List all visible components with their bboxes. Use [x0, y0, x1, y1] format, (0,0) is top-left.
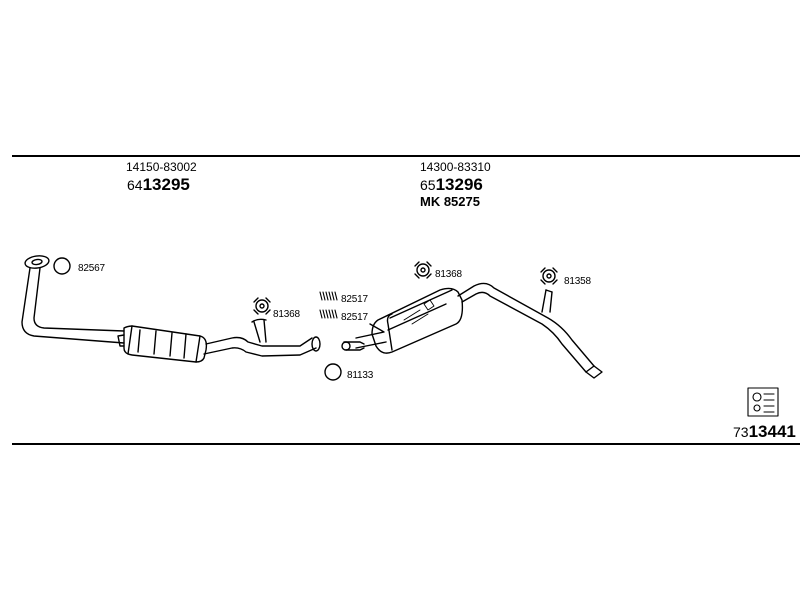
callout-gasket-front: 82567	[78, 263, 105, 274]
rubber-hanger-icon	[540, 267, 558, 285]
front-pipe	[21, 267, 125, 344]
spring-icon	[319, 291, 338, 319]
front-pipe-part-number: 6413295	[127, 175, 190, 194]
callout-hanger-mid: 81368	[273, 309, 300, 320]
front-silencer	[117, 325, 208, 363]
kit-code: 7313441	[733, 422, 796, 441]
rear-silencer-ref: 14300-83310	[420, 160, 491, 174]
part-number-main: 13296	[435, 175, 483, 194]
tail-pipe	[457, 282, 603, 379]
kit-code-prefix: 73	[733, 424, 749, 440]
top-rule	[12, 155, 800, 157]
rubber-hanger-icon	[253, 297, 271, 315]
gasket-ring-icon	[53, 257, 71, 275]
mounting-kit-label: MK 85275	[420, 194, 480, 209]
callout-spring-b: 82517	[341, 312, 368, 323]
callout-hanger-rear1: 81368	[435, 269, 462, 280]
sealing-ring-icon	[324, 363, 342, 381]
callout-ring-mid: 81133	[347, 370, 374, 381]
callout-hanger-rear2: 81358	[564, 276, 591, 287]
mounting-kit-icon	[747, 387, 779, 417]
bottom-rule	[12, 443, 800, 445]
intermediate-pipe	[203, 336, 321, 357]
hanger-mid	[251, 318, 267, 343]
rear-silencer	[341, 287, 464, 354]
part-number-prefix: 65	[420, 177, 436, 193]
front-flange	[24, 255, 50, 269]
part-number-main: 13295	[142, 175, 190, 194]
kit-code-main: 13441	[748, 422, 796, 441]
rubber-hanger-icon	[414, 261, 432, 279]
front-pipe-ref: 14150-83002	[126, 160, 197, 174]
rear-silencer-part-number: 6513296	[420, 175, 483, 194]
callout-spring-a: 82517	[341, 294, 368, 305]
part-number-prefix: 64	[127, 177, 143, 193]
